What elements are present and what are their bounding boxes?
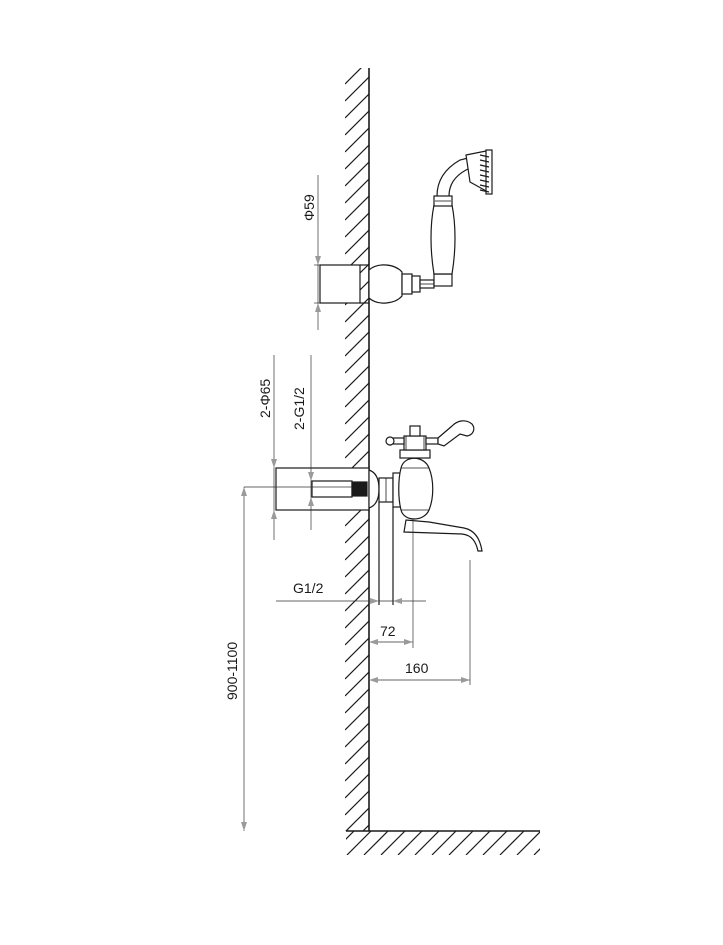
mount-height-label: 900-1100 [224,642,240,700]
body-thread-label: 2-G1/2 [291,387,307,430]
body-diameter-label: 2-Φ65 [257,379,273,418]
inlet-thread-label: G1/2 [293,580,324,596]
shower-diameter-label: Φ59 [301,194,317,221]
wall-to-body-label: 72 [380,623,396,639]
hand-shower [319,149,493,304]
spout-reach-label: 160 [405,660,429,676]
bath-mixer [275,420,483,605]
floor [346,830,540,855]
dimension-lines [241,175,471,831]
